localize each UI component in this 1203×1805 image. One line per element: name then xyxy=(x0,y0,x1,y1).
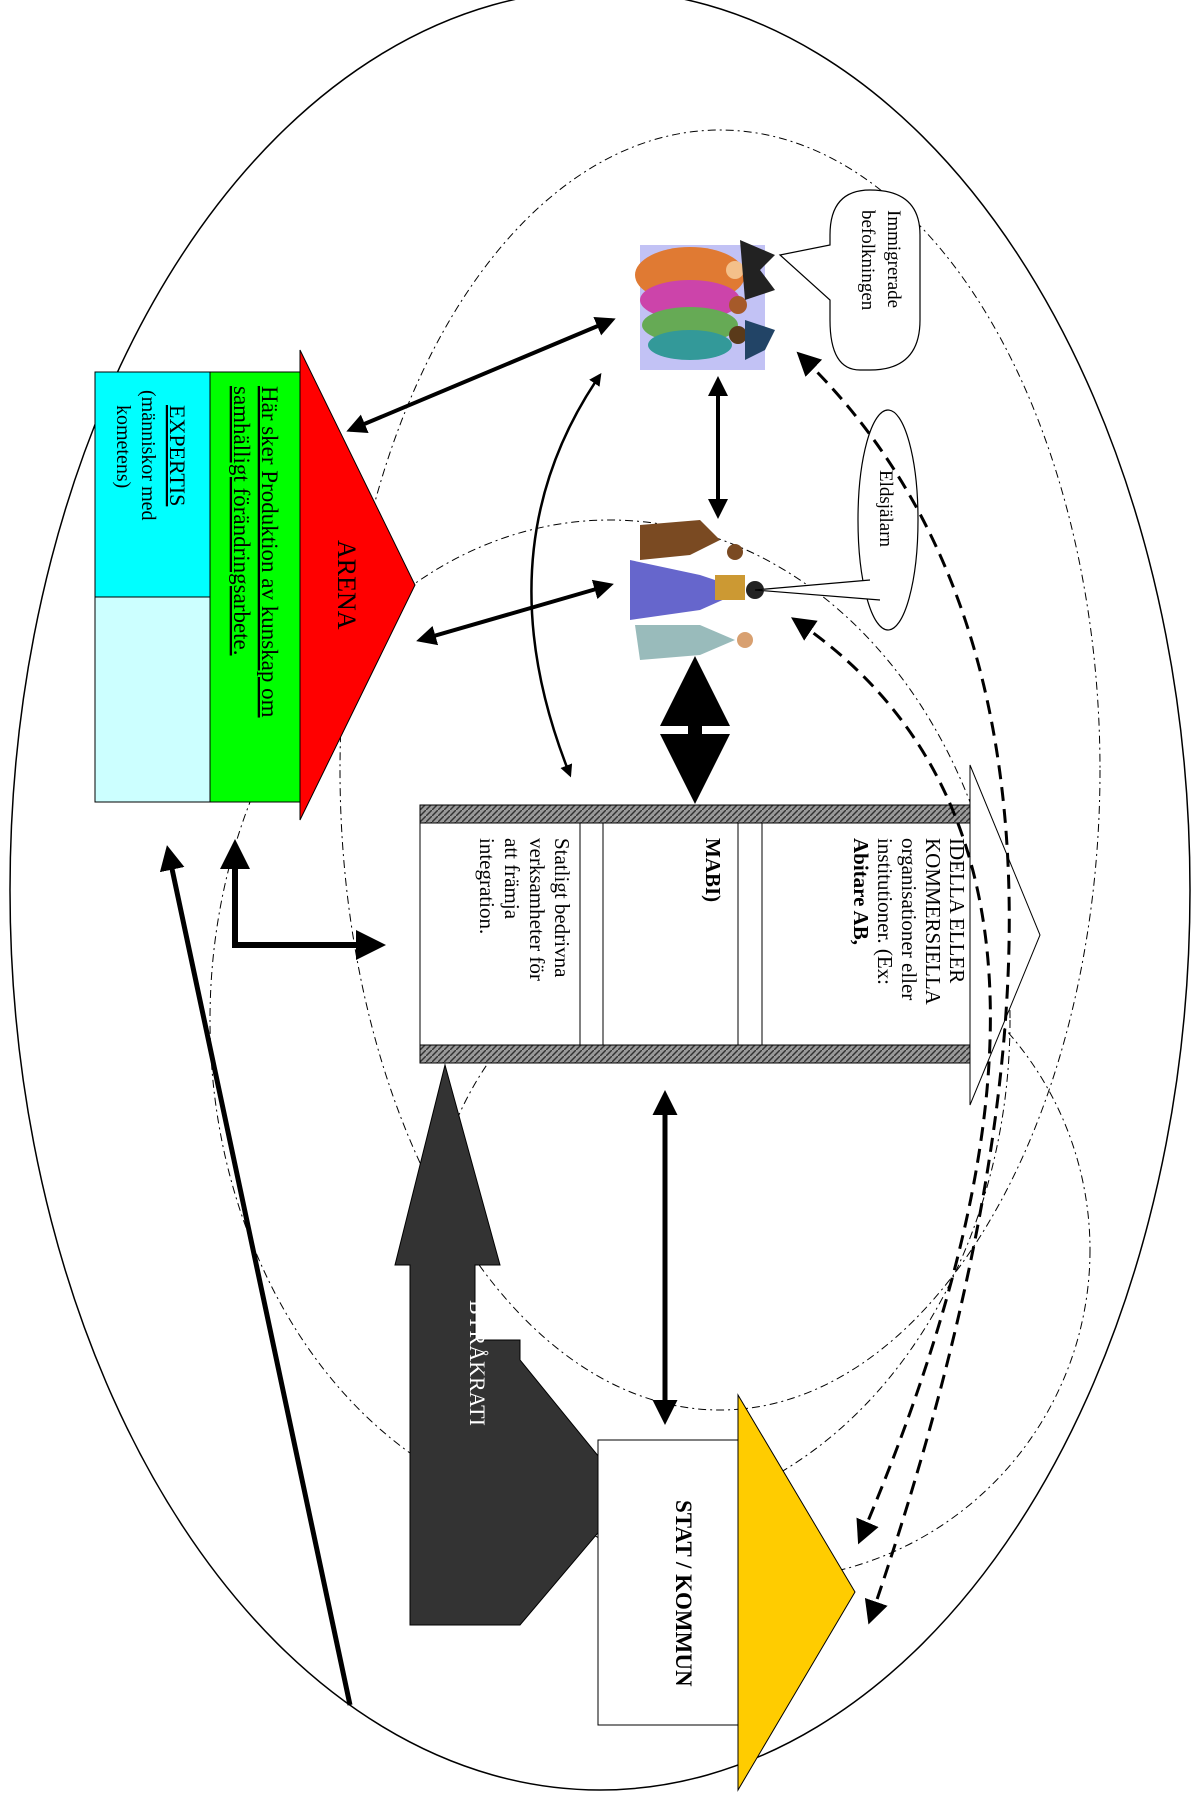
arrow-crowd-org-curve xyxy=(530,372,602,778)
byrakrati-arrow xyxy=(394,1063,631,1626)
arena-description-line1: Här sker Produktion av kunskap om xyxy=(257,386,282,718)
arena-description-box xyxy=(209,371,301,803)
org-col3-line2: verksamheter för xyxy=(525,838,549,981)
walking-people-icon xyxy=(630,520,764,660)
arena-description-line2: samhälligt förändringsarbete. xyxy=(229,386,254,656)
arrow-walkers-arena xyxy=(416,579,614,646)
org-col2-label: MABI) xyxy=(701,838,725,902)
arrow-stat-to-expertis xyxy=(159,845,353,1706)
arrow-crowd-arena xyxy=(346,316,616,434)
outer-ellipse xyxy=(9,0,1191,1791)
dashed-arrow-stat-crowd xyxy=(796,351,1011,1625)
org-col3-line4: integration. xyxy=(475,838,499,934)
expertis-sub1: (människor med xyxy=(137,390,159,521)
org-col1-line3: organisationer eller xyxy=(897,838,921,1000)
byrakrati-label: BYRÅKRATI xyxy=(465,1300,490,1426)
dashed-arrow-stat-walkers xyxy=(791,617,992,1545)
eldsjalar-bubble-label: Eldsjälarn xyxy=(875,470,896,548)
org-col1-line4: institutioner. (Ex: xyxy=(873,838,897,985)
stat-kommun-triangle xyxy=(737,1393,856,1792)
expertis-label: EXPERTIS xyxy=(165,405,190,506)
org-col3-line1: Statligt bedrivna xyxy=(550,838,574,978)
immigrant-bubble-line1: Immigrerade xyxy=(883,210,904,308)
immigrant-bubble-line2: befolkningen xyxy=(857,210,878,311)
dashed-ellipse-upper xyxy=(339,129,1101,1411)
org-col1-line1: IDELLA ELLER xyxy=(945,838,969,983)
org-col1-line2: KOMMERSIELLA xyxy=(921,838,945,1006)
expertis-sub2: kometens) xyxy=(112,405,134,488)
arrow-green-to-org xyxy=(220,839,386,960)
stat-kommun-box xyxy=(597,1439,739,1726)
org-col3-line3: att främja xyxy=(500,838,524,920)
expertis-box-empty xyxy=(94,596,211,803)
org-col1-line5: Abitare AB, xyxy=(849,838,873,945)
group-of-people-icon xyxy=(635,240,775,370)
stat-kommun-label: STAT / KOMMUN xyxy=(671,1500,696,1687)
arena-label: ARENA xyxy=(332,540,361,630)
